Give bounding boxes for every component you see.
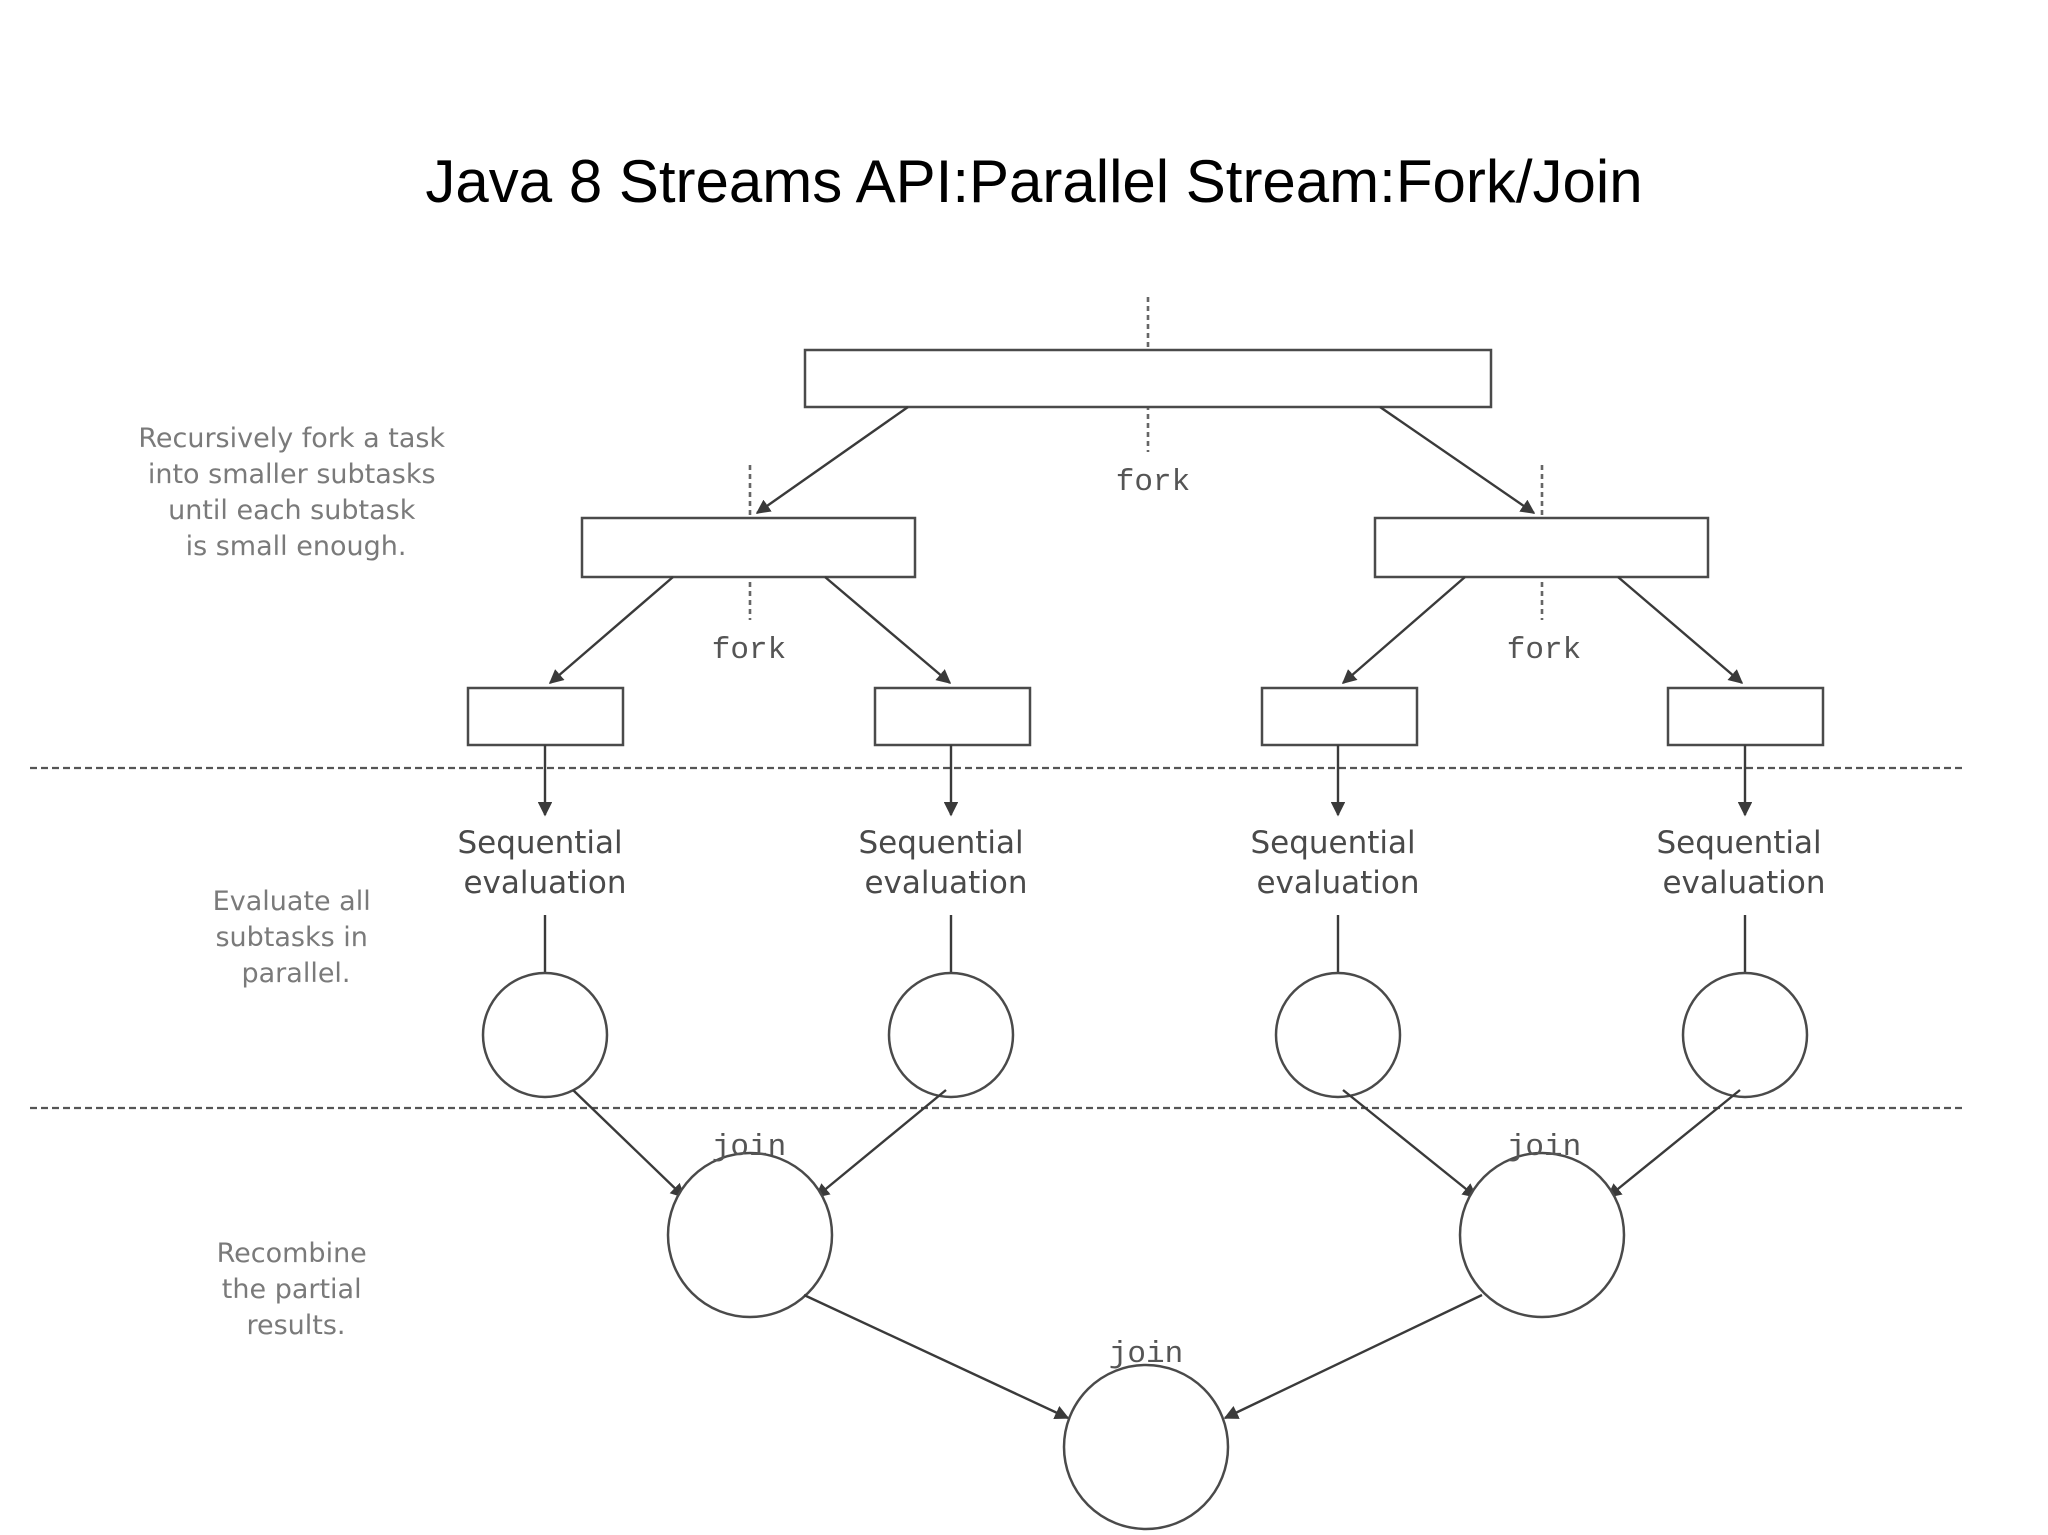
- join-arrow-2: [814, 1089, 947, 1198]
- leaf-task-box-2: [873, 686, 1032, 747]
- note-recombine-stage: Recombine the partial results.: [217, 1238, 376, 1341]
- fork-arrow-left-1: [548, 576, 674, 684]
- join-arrow-3: [1342, 1089, 1478, 1198]
- combined-result-circle-left: [666, 1151, 834, 1319]
- partial-result-circle-2: [887, 971, 1015, 1099]
- join-arrow-1: [572, 1089, 686, 1198]
- final-result-circle: [1062, 1363, 1230, 1531]
- subtask-box-right: [1373, 516, 1710, 579]
- fork-arrow-right-2: [1617, 576, 1744, 684]
- partial-result-circle-3: [1274, 971, 1402, 1099]
- fork-arrow-root-left: [755, 406, 909, 514]
- note-evaluate-stage: Evaluate all subtasks in parallel.: [213, 886, 380, 989]
- leaf-task-box-3: [1260, 686, 1419, 747]
- combined-result-circle-right: [1458, 1151, 1626, 1319]
- sequential-evaluation-label-3: Sequential evaluation: [1250, 825, 1425, 901]
- fork-arrow-right-1: [1341, 576, 1466, 684]
- join-label-right: join: [1507, 1130, 1581, 1165]
- root-task-box: [803, 348, 1493, 409]
- join-label-final: join: [1109, 1337, 1183, 1372]
- fork-label-left: fork: [712, 633, 786, 668]
- fork-arrow-root-right: [1379, 406, 1536, 514]
- sequential-evaluation-label-2: Sequential evaluation: [858, 825, 1033, 901]
- final-join-arrow-right: [1223, 1293, 1483, 1420]
- fork-label-right: fork: [1507, 633, 1581, 668]
- slide-title: Java 8 Streams API:Parallel Stream:Fork/…: [425, 148, 1643, 215]
- sequential-evaluation-label-1: Sequential evaluation: [457, 825, 632, 901]
- note-fork-stage: Recursively fork a task into smaller sub…: [138, 423, 453, 562]
- fork-label-root: fork: [1116, 465, 1190, 500]
- leaf-task-box-4: [1666, 686, 1825, 747]
- partial-result-circle-4: [1681, 971, 1809, 1099]
- join-label-left: join: [712, 1130, 786, 1165]
- fork-arrow-left-2: [824, 576, 952, 684]
- subtask-box-left: [580, 516, 917, 579]
- sequential-evaluation-label-4: Sequential evaluation: [1656, 825, 1831, 901]
- leaf-task-box-1: [466, 686, 625, 747]
- partial-result-circle-1: [481, 971, 609, 1099]
- final-join-arrow-left: [803, 1293, 1070, 1420]
- join-arrow-4: [1606, 1089, 1741, 1198]
